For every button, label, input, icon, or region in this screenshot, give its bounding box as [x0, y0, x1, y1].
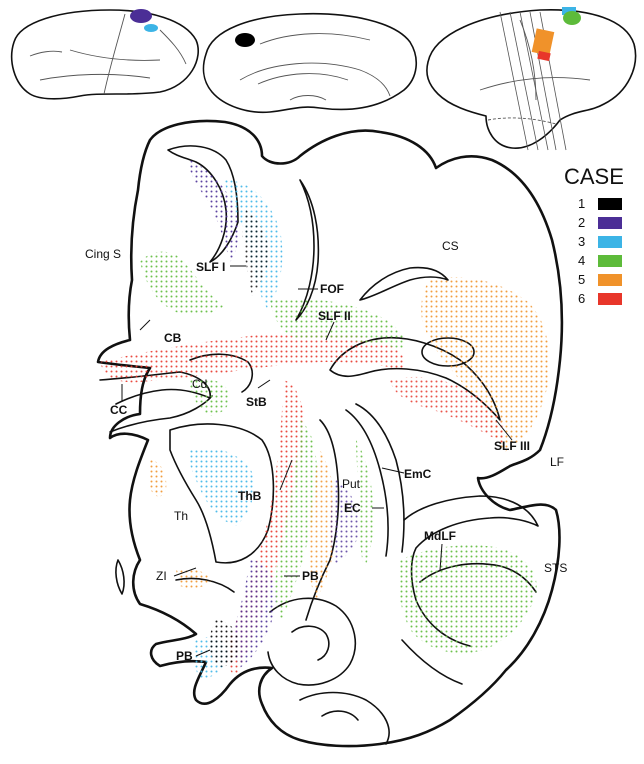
label-sts: STS [544, 561, 567, 575]
injection-site-case-5 [532, 28, 555, 55]
descending-fibers-purple [234, 560, 276, 668]
legend-case-label: 6 [578, 291, 585, 306]
label-th: Th [174, 509, 188, 523]
label-emc: EmC [404, 467, 432, 481]
put-fibers-purple [331, 480, 360, 564]
lateral-brain-view [12, 9, 199, 99]
label-slf1: SLF I [196, 260, 225, 274]
legend-case-label: 4 [578, 253, 585, 268]
label-pb-low: PB [176, 649, 193, 663]
th-fibers-orange [149, 460, 167, 497]
label-cd: Cd [192, 377, 207, 391]
thalamus-fibers-blue [189, 448, 254, 526]
injection-site-case-4 [563, 11, 581, 25]
lateral-brain-view-sections [427, 7, 636, 150]
legend-case-swatch [598, 236, 622, 248]
label-fof: FOF [320, 282, 344, 296]
slf1-fibers-purple [189, 160, 238, 262]
label-cing-s: Cing S [85, 247, 121, 261]
legend-case-swatch [598, 274, 622, 286]
label-ec: EC [344, 501, 361, 515]
injection-site-case-3 [144, 24, 158, 32]
legend-case-label: 2 [578, 215, 585, 230]
legend-case-swatch [598, 255, 622, 267]
label-slf2: SLF II [318, 309, 351, 323]
label-lf: LF [550, 455, 564, 469]
label-put: Put [342, 477, 361, 491]
label-zi: ZI [156, 569, 167, 583]
legend-case-label: 5 [578, 272, 585, 287]
label-stb: StB [246, 395, 267, 409]
label-cs: CS [442, 239, 459, 253]
label-cb: CB [164, 331, 182, 345]
legend-case-swatch [598, 217, 622, 229]
mdlf-fibers-green [399, 545, 537, 653]
injection-site-case-2 [130, 9, 152, 23]
legend-case-label: 1 [578, 196, 585, 211]
zi-fibers-orange [176, 568, 212, 588]
label-slf3: SLF III [494, 439, 530, 453]
legend-case-label: 3 [578, 234, 585, 249]
fiber-tracts [100, 160, 549, 680]
legend-case-swatch [598, 293, 622, 305]
legend-title: CASE [564, 164, 624, 189]
case-legend: CASE 1 2 3 4 5 6 [564, 164, 624, 306]
injection-site-case-1 [235, 33, 255, 47]
label-cc: CC [110, 403, 128, 417]
label-mdlf: MdLF [424, 529, 456, 543]
legend-case-swatch [598, 198, 622, 210]
label-pb-mid: PB [302, 569, 319, 583]
label-thb: ThB [238, 489, 262, 503]
medial-brain-view [204, 14, 417, 113]
